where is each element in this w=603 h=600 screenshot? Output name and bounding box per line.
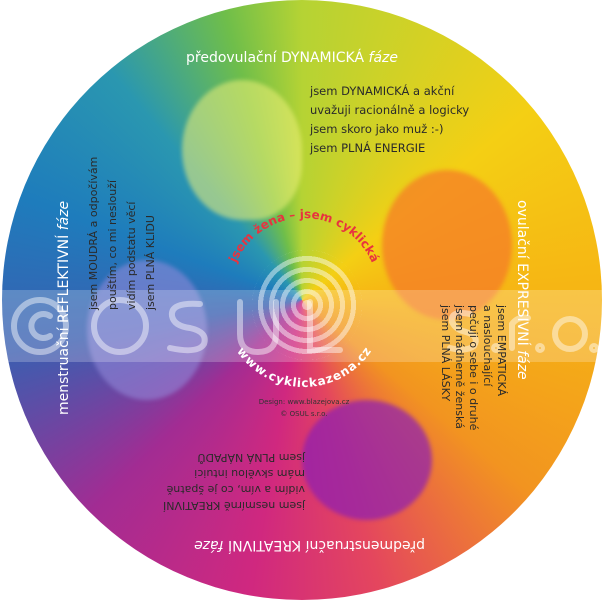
phase-name: předovulační DYNAMICKÁ (186, 50, 365, 66)
woman-silhouette-creative (302, 400, 432, 520)
line: jsem skoro jako muž :-) (310, 122, 444, 136)
slogan: jsem žena – jsem cyklická (225, 207, 382, 265)
website-link[interactable]: www.cyklickazena.cz (234, 344, 373, 389)
woman-silhouette-reflective (87, 260, 207, 400)
watermark-band (0, 290, 603, 362)
design-credit: Design: www.blazejova.cz (258, 398, 350, 406)
phase-lines-dynamic: jsem DYNAMICKÁ a akční uvažuji racionáln… (310, 82, 469, 158)
woman-silhouette-dynamic (182, 80, 302, 220)
phase-suffix: fáze (368, 50, 398, 66)
line: jsem DYNAMICKÁ a akční (310, 84, 455, 98)
line: uvažuji racionálně a logicky (310, 103, 470, 117)
copyright: © OSUL s.r.o. (280, 410, 328, 418)
woman-silhouette-expressive (382, 170, 512, 320)
watermark (11, 297, 599, 356)
line: jsem PLNÁ ENERGIE (310, 141, 426, 155)
spiral-center (252, 250, 362, 360)
phase-title-dynamic: předovulační DYNAMICKÁ fáze (186, 50, 398, 66)
